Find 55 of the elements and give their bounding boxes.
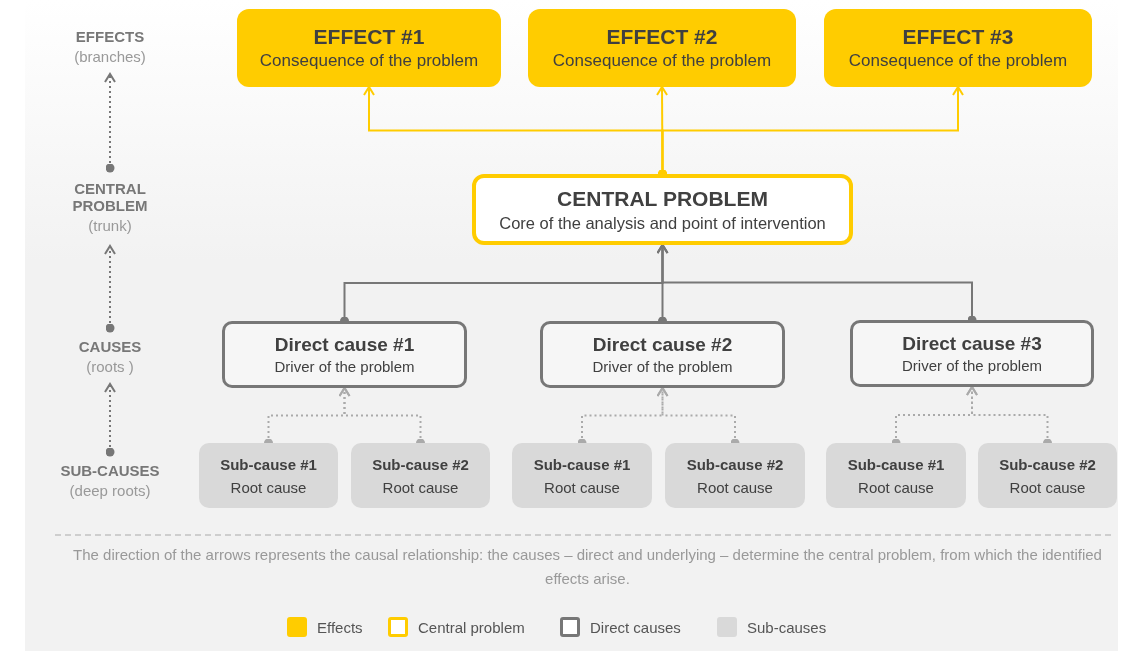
direct-cause-box (540, 321, 785, 388)
box-subtitle: Consequence of the problem (848, 51, 1068, 71)
box-subtitle: Driver of the problem (592, 358, 733, 375)
level-note: (deep roots) (69, 481, 151, 499)
box-title: CENTRAL PROBLEM (557, 186, 768, 211)
level-note: (branches) (74, 47, 146, 65)
box-title: EFFECT #3 (902, 25, 1014, 49)
box-subtitle: Root cause (1009, 478, 1086, 496)
level-label: EFFECTS (75, 27, 145, 45)
box-subtitle: Driver of the problem (274, 358, 415, 375)
level-label: CENTRAL PROBLEM (71, 180, 149, 214)
box-subtitle: Root cause (858, 478, 934, 496)
box-title: Sub-cause #1 (847, 455, 945, 473)
sub-cause-box (512, 443, 652, 508)
box-subtitle: Root cause (544, 478, 620, 496)
legend-label: Central problem (418, 618, 525, 636)
arrow (104, 383, 116, 457)
box-subtitle: Consequence of the problem (259, 51, 479, 71)
legend-label: Direct causes (590, 618, 681, 636)
level-label: CAUSES (78, 337, 142, 355)
arrow (104, 73, 116, 173)
box-title: Sub-cause #1 (220, 455, 317, 473)
box-subtitle: Root cause (382, 478, 459, 496)
legend-label: Effects (317, 618, 363, 636)
box-title: Sub-cause #2 (372, 455, 469, 473)
direct-cause-box (850, 320, 1094, 387)
direct-cause-box (222, 321, 467, 388)
sub-cause-box (978, 443, 1117, 508)
box-subtitle: Driver of the problem (901, 357, 1043, 374)
sub-cause-box (826, 443, 966, 508)
box-title: Direct cause #1 (274, 334, 415, 356)
sub-cause-box (351, 443, 490, 508)
box-subtitle: Consequence of the problem (552, 51, 772, 71)
legend-label: Sub-causes (747, 618, 827, 636)
arrow (104, 245, 116, 333)
box-title: EFFECT #1 (313, 25, 425, 49)
box-title: Sub-cause #2 (999, 455, 1096, 473)
box-title: EFFECT #2 (606, 25, 718, 49)
box-subtitle: Core of the analysis and point of intervention (499, 213, 826, 233)
box-title: Direct cause #2 (592, 334, 733, 356)
level-label: SUB-CAUSES (60, 461, 160, 479)
box-title: Direct cause #3 (902, 333, 1042, 355)
box-title: Sub-cause #2 (686, 455, 784, 473)
box-subtitle: Root cause (697, 478, 773, 496)
effect-box (237, 9, 501, 87)
sub-cause-box (665, 443, 805, 508)
level-note: (trunk) (88, 217, 132, 234)
level-note: (roots ) (86, 357, 134, 375)
sub-cause-box (199, 443, 338, 508)
central-problem-box (472, 174, 853, 245)
box-subtitle: Root cause (230, 478, 307, 496)
effect-box (824, 9, 1092, 87)
box-title: Sub-cause #1 (533, 455, 631, 473)
effect-box (528, 9, 796, 87)
caption: The direction of the arrows represents the causal relationship: the causes – direct and underlying – determine the central problem, from which the identified effects arise. (72, 545, 1103, 589)
